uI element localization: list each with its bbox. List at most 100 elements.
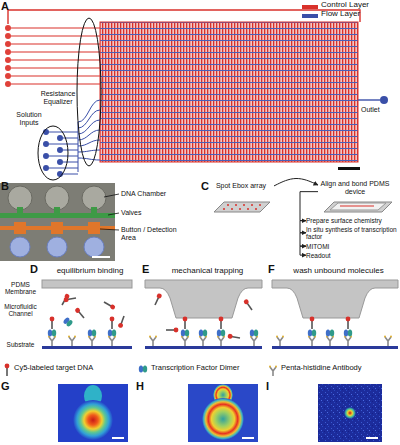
binding-schematic: [74, 307, 86, 320]
fluorescence-image: [366, 437, 378, 439]
chip-schematic: [77, 18, 101, 166]
device-photo: [47, 237, 67, 257]
device-photo: [84, 237, 104, 257]
slide-illustration: [251, 204, 253, 206]
trapping-schematic: [145, 346, 262, 349]
step-label: Prepare surface chemistry: [306, 217, 400, 224]
fluorescence-image: [58, 384, 128, 442]
part-label: Resistance Equalizer: [34, 90, 82, 106]
chip-schematic: [380, 96, 388, 104]
device-photo: [17, 207, 97, 217]
node-text: In situ synthesis of transcription facto…: [306, 226, 400, 241]
device-photo: [17, 207, 23, 217]
panel-letter: G: [1, 380, 10, 392]
panel-letter: F: [268, 263, 275, 275]
node-text: MITOMI: [306, 243, 400, 250]
panel-letter: A: [1, 0, 9, 12]
flow-arrow: [300, 192, 318, 221]
chip-schematic: [5, 81, 11, 87]
slide-illustration: [255, 208, 257, 210]
node-text: Prepare surface chemistry: [306, 217, 400, 224]
chip-schematic: [43, 165, 49, 171]
binding-schematic: [63, 296, 76, 303]
device-photo: [54, 207, 60, 217]
device-photo: [10, 237, 30, 257]
slide-illustration: [330, 203, 386, 210]
chip-schematic: [5, 49, 11, 55]
step-label: In situ synthesis of transcription facto…: [306, 226, 400, 241]
slide-illustration: [214, 202, 270, 212]
part-label: Outlet: [361, 106, 380, 114]
trapping-schematic: [145, 280, 262, 318]
slide-illustration: [324, 202, 392, 212]
step-label: Readout: [306, 252, 400, 259]
slide-illustration: [214, 202, 392, 212]
binding-schematic: [110, 317, 115, 329]
panel-letter: E: [142, 263, 149, 275]
chip-schematic: [11, 28, 100, 84]
wash-schematic: [272, 346, 398, 349]
layer-label: Microfluidic Channel: [0, 303, 41, 318]
trapping-schematic: [183, 317, 188, 329]
wash-schematic: [308, 329, 316, 336]
chip-schematic: [5, 10, 388, 180]
slide-illustration: [227, 204, 229, 206]
wash-schematic: [276, 336, 284, 347]
wash-schematic: [344, 336, 352, 347]
chip-schematic: [43, 129, 63, 177]
device-photo: [8, 186, 32, 210]
panel-title: mechanical trapping: [150, 267, 265, 276]
trapping-schematic: [217, 329, 225, 336]
panel-title: equilibrium binding: [44, 267, 136, 276]
binding-schematic: [42, 280, 132, 288]
wash-schematic: [326, 336, 334, 347]
flow-arrow: [300, 221, 306, 233]
binding-schematic: [118, 315, 127, 328]
legend-text: Penta-histidine Antibody: [281, 364, 361, 372]
binding-schematic: [62, 317, 73, 328]
fluorescence-image: [318, 384, 382, 442]
legend-icon: [139, 365, 147, 372]
binding-schematic: [42, 280, 132, 349]
legend-icon: [5, 364, 277, 376]
chip-schematic: [43, 141, 49, 147]
slide-illustration: [223, 208, 225, 210]
fluorescence-image: [112, 437, 124, 439]
binding-schematic: [48, 329, 56, 336]
trapping-schematic: [149, 336, 157, 347]
chip-schematic: [5, 33, 11, 39]
part-label: Valves: [121, 209, 142, 217]
fluorescence-image: [242, 437, 254, 439]
trapping-schematic: [217, 336, 225, 347]
device-photo: [0, 183, 115, 261]
wash-schematic: [308, 336, 316, 347]
trapping-schematic: [199, 336, 207, 347]
chip-schematic: [57, 147, 63, 153]
wash-schematic: [384, 336, 392, 347]
trapping-schematic: [153, 293, 163, 306]
wash-schematic: [272, 280, 398, 318]
slide-illustration: [239, 208, 241, 210]
node-text: Align and bond PDMS device: [318, 180, 392, 196]
device-photo: [14, 222, 100, 234]
panel-title: wash unbound molecules: [277, 267, 400, 276]
fluorescence-image: [188, 384, 258, 442]
chip-schematic: [57, 159, 63, 165]
chip-schematic: [43, 153, 49, 159]
device-photo: [92, 256, 110, 258]
panel-letter: H: [136, 380, 144, 392]
legend-text: Cy5-labeled target DNA: [14, 364, 93, 372]
device-photo: [0, 183, 119, 261]
panel-letter: C: [201, 180, 209, 192]
panel-letter: B: [1, 180, 9, 192]
flow-arrow: [274, 178, 318, 185]
chip-schematic: [100, 22, 358, 162]
wash-schematic: [310, 317, 315, 329]
chip-schematic: [5, 57, 11, 63]
step-label: Align and bond PDMS device: [318, 180, 392, 196]
binding-schematic: [50, 317, 55, 329]
slide-illustration: [231, 208, 233, 210]
chip-schematic: [5, 73, 11, 79]
binding-schematic: [42, 346, 132, 349]
